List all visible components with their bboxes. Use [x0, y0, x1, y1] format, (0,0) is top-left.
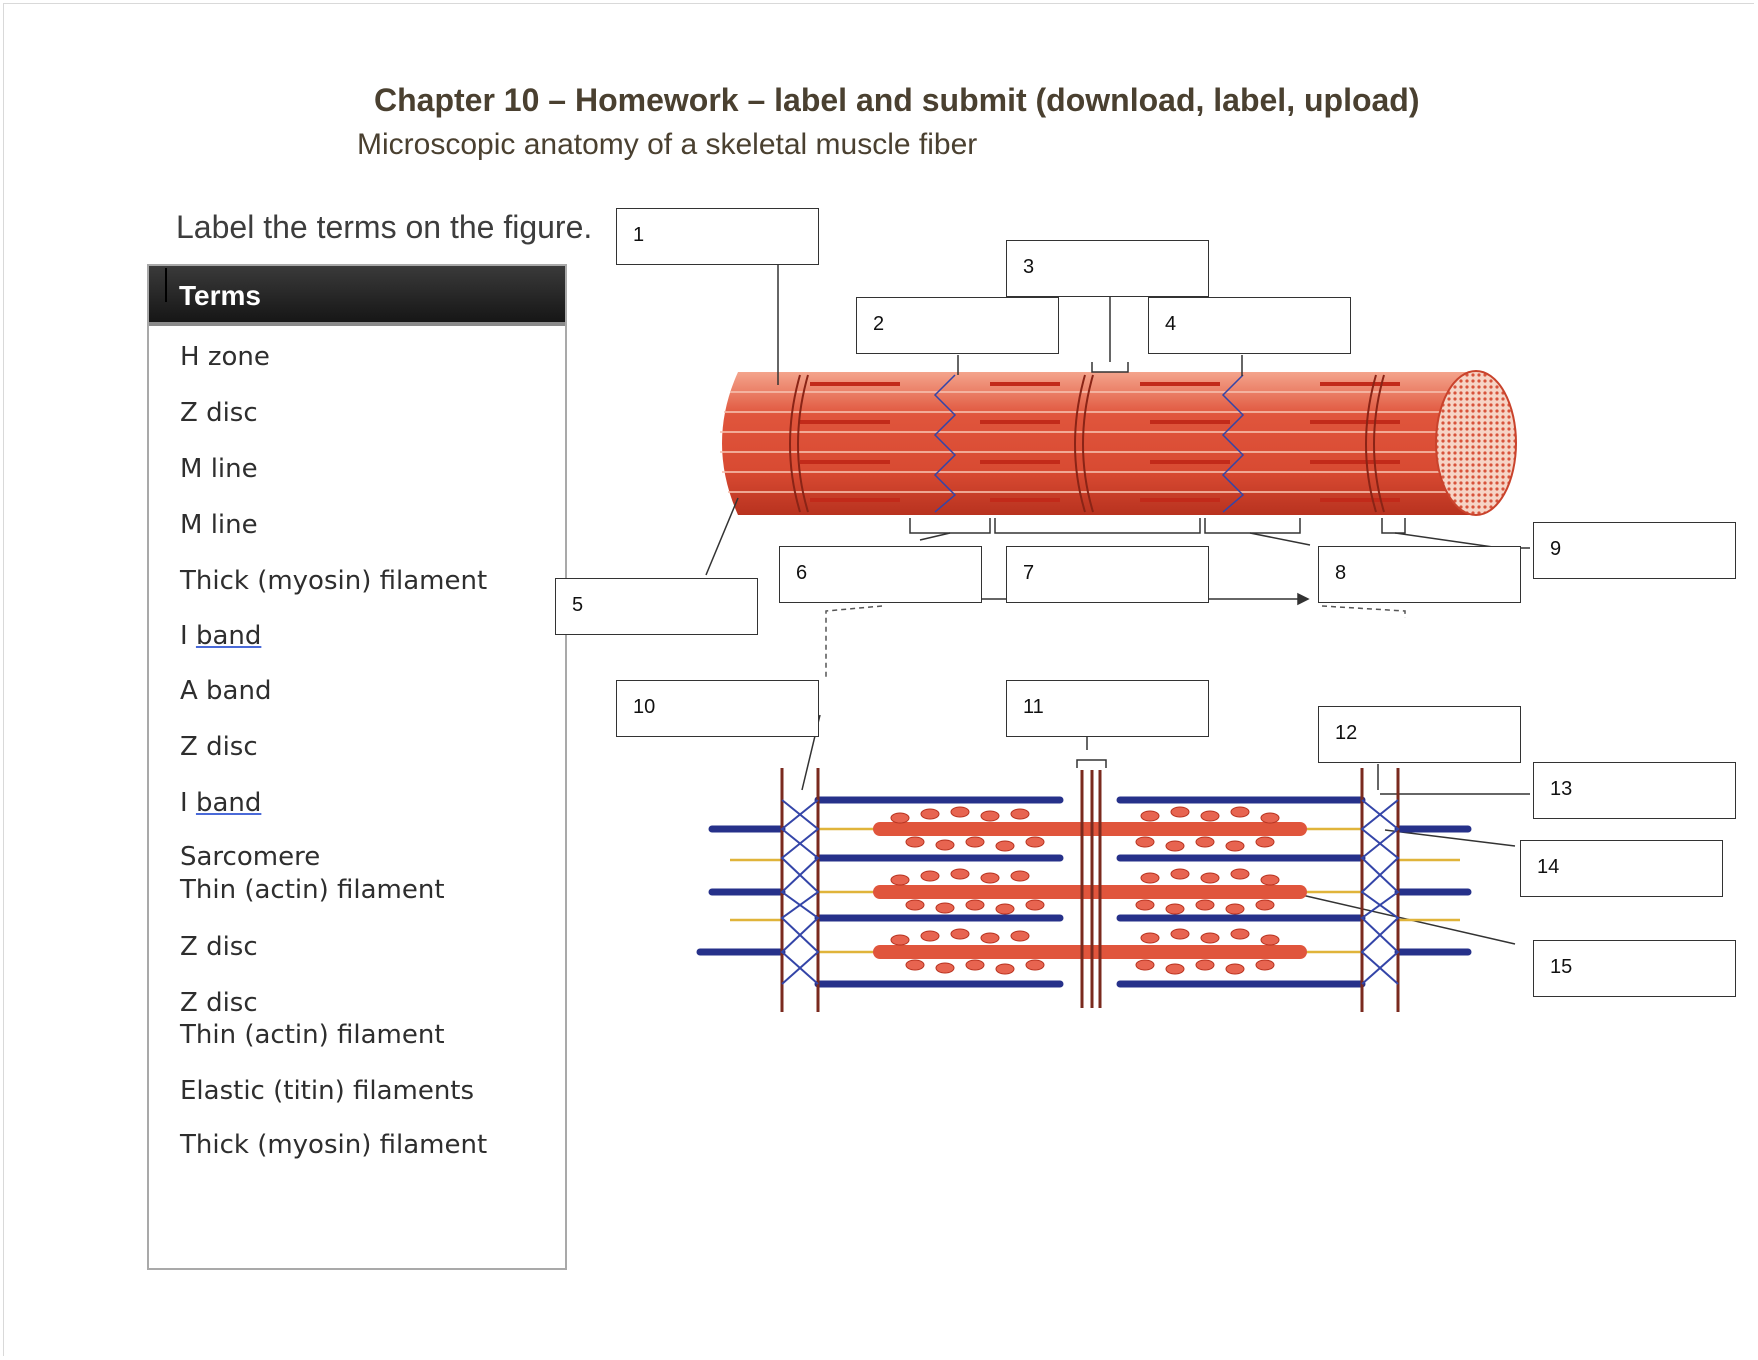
label-box-9[interactable]: 9 — [1533, 522, 1736, 579]
label-box-4[interactable]: 4 — [1148, 297, 1351, 354]
label-box-14[interactable]: 14 — [1520, 840, 1723, 897]
instruction-text: Label the terms on the figure. — [176, 209, 593, 245]
myofibril-illustration — [720, 370, 1517, 516]
text-cursor — [165, 268, 167, 302]
label-box-3[interactable]: 3 — [1006, 240, 1209, 297]
term-item[interactable]: Sarcomere — [180, 842, 321, 872]
page-subtitle: Microscopic anatomy of a skeletal muscle… — [357, 128, 978, 161]
term-item[interactable]: I band — [180, 621, 262, 651]
term-item[interactable]: Thin (actin) filament — [180, 875, 445, 905]
label-box-12[interactable]: 12 — [1318, 706, 1521, 763]
term-item[interactable]: Thin (actin) filament — [180, 1020, 445, 1050]
label-box-2[interactable]: 2 — [856, 297, 1059, 354]
term-item[interactable]: Elastic (titin) filaments — [180, 1076, 475, 1106]
document-page — [3, 3, 1754, 1356]
term-item[interactable]: Thick (myosin) filament — [180, 1130, 488, 1160]
spellcheck-word: band — [195, 621, 262, 651]
term-item[interactable]: Z disc — [180, 398, 258, 428]
term-item[interactable]: M line — [180, 510, 258, 540]
terms-panel: Terms H zone Z disc M line M line Thick … — [147, 264, 567, 1270]
term-item[interactable]: Z disc — [180, 732, 258, 762]
label-box-1[interactable]: 1 — [616, 208, 819, 265]
terms-header: Terms — [149, 266, 565, 326]
term-item[interactable]: H zone — [180, 342, 270, 372]
label-box-6[interactable]: 6 — [779, 546, 982, 603]
term-item[interactable]: Z disc — [180, 988, 258, 1018]
sarcomere-illustration — [696, 768, 1472, 1012]
term-item[interactable]: Z disc — [180, 932, 258, 962]
label-box-15[interactable]: 15 — [1533, 940, 1736, 997]
term-item[interactable]: Thick (myosin) filament — [180, 566, 488, 596]
label-box-8[interactable]: 8 — [1318, 546, 1521, 603]
term-item[interactable]: I band — [180, 788, 262, 818]
label-box-7[interactable]: 7 — [1006, 546, 1209, 603]
label-box-5[interactable]: 5 — [555, 578, 758, 635]
label-box-11[interactable]: 11 — [1006, 680, 1209, 737]
terms-header-label: Terms — [179, 280, 261, 311]
label-box-10[interactable]: 10 — [616, 680, 819, 737]
term-item[interactable]: A band — [180, 676, 272, 706]
spellcheck-word: band — [195, 788, 262, 818]
term-item[interactable]: M line — [180, 454, 258, 484]
page-title: Chapter 10 – Homework – label and submit… — [374, 82, 1420, 118]
label-box-13[interactable]: 13 — [1533, 762, 1736, 819]
